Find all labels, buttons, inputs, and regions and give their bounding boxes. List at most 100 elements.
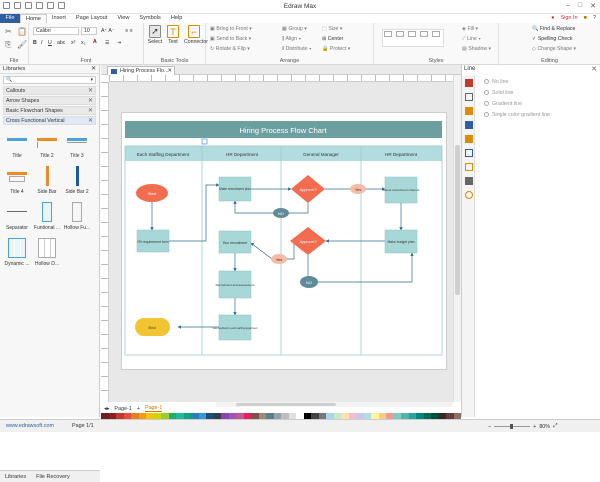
palette-swatch[interactable] <box>101 413 109 419</box>
maximize-icon[interactable]: □ <box>577 2 583 9</box>
indent-icon[interactable]: ⇥ <box>117 40 122 46</box>
scroll-thumb[interactable] <box>236 403 336 406</box>
menu-file[interactable]: File <box>0 14 20 23</box>
fill-form-node[interactable] <box>136 229 170 253</box>
subscript-icon[interactable]: x₂ <box>81 40 86 46</box>
close-icon[interactable]: ✕ <box>87 98 93 104</box>
font-size-select[interactable]: 10 <box>81 27 97 35</box>
palette-swatch[interactable] <box>438 413 446 419</box>
palette-swatch[interactable] <box>191 413 199 419</box>
menu-help[interactable]: Help <box>170 15 183 21</box>
line-icon[interactable] <box>465 93 473 101</box>
connector-approve-no[interactable] <box>288 203 309 214</box>
palette-swatch[interactable] <box>153 413 161 419</box>
tab-file-recovery[interactable]: File Recovery <box>36 473 70 480</box>
palette-swatch[interactable] <box>251 413 259 419</box>
redo-icon[interactable] <box>14 2 21 9</box>
library-category-basic-flowchart[interactable]: Basic Flowchart Shapes✕ <box>3 106 96 115</box>
close-icon[interactable]: ✕ <box>87 88 93 94</box>
send-to-back-button[interactable]: ▣ Send to Back ▾ <box>210 36 252 42</box>
palette-swatch[interactable] <box>221 413 229 419</box>
menu-view[interactable]: View <box>117 15 130 21</box>
palette-swatch[interactable] <box>386 413 394 419</box>
palette-swatch[interactable] <box>371 413 379 419</box>
palette-swatch[interactable] <box>401 413 409 419</box>
horizontal-scrollbar[interactable] <box>216 402 453 407</box>
hyperlink-icon[interactable] <box>465 163 473 171</box>
shape-side-bar-2[interactable]: Side Bar 2 <box>63 166 91 195</box>
palette-swatch[interactable] <box>423 413 431 419</box>
close-icon[interactable]: ✕ <box>87 108 93 114</box>
menu-home[interactable]: Home <box>20 14 47 23</box>
palette-swatch[interactable] <box>138 413 146 419</box>
palette-swatch[interactable] <box>341 413 349 419</box>
text-tool-button[interactable]: T Text <box>165 25 181 45</box>
connector-tool-button[interactable]: ⌐ Connector <box>184 25 208 45</box>
palette-swatch[interactable] <box>356 413 364 419</box>
line-option-single-gradient[interactable]: Single color gradient line <box>484 112 550 118</box>
scroll-thumb[interactable] <box>455 145 460 295</box>
close-icon[interactable]: ✕ <box>91 66 96 72</box>
tab-libraries[interactable]: Libraries <box>5 473 27 480</box>
close-icon[interactable]: ✕ <box>167 68 172 74</box>
undo-icon[interactable] <box>3 2 10 9</box>
zoom-level[interactable]: 80% <box>539 423 551 430</box>
font-grow-icon[interactable]: A⁺ A⁻ <box>101 28 115 34</box>
palette-swatch[interactable] <box>168 413 176 419</box>
image-icon[interactable] <box>465 121 473 129</box>
palette-swatch[interactable] <box>446 413 454 419</box>
copy-icon[interactable]: ⎘ <box>5 40 12 49</box>
data-icon[interactable] <box>465 149 473 157</box>
style-gallery[interactable] <box>382 29 444 47</box>
document-tab[interactable]: Hiring Process Flo... ✕ <box>107 66 175 75</box>
close-icon[interactable]: ✕ <box>591 66 597 73</box>
end-node[interactable] <box>135 318 170 336</box>
yes-label-1[interactable] <box>350 184 366 194</box>
change-shape-button[interactable]: ◇ Change Shape ▾ <box>532 46 577 52</box>
font-color-icon[interactable]: A <box>93 39 97 45</box>
minimize-icon[interactable]: – <box>565 2 570 9</box>
palette-swatch[interactable] <box>131 413 139 419</box>
palette-swatch[interactable] <box>123 413 131 419</box>
align-icon[interactable]: ≡ ≡ <box>125 28 133 34</box>
palette-swatch[interactable] <box>288 413 296 419</box>
menu-page-layout[interactable]: Page Layout <box>75 15 108 21</box>
library-category-cross-functional-vertical[interactable]: Cross Functional Vertical✕ <box>3 116 96 125</box>
chevron-down-icon[interactable]: ▾ <box>90 77 93 83</box>
palette-swatch[interactable] <box>198 413 206 419</box>
menu-symbols[interactable]: Symbols <box>139 15 161 21</box>
palette-swatch[interactable] <box>146 413 154 419</box>
connector-form-plan[interactable] <box>169 183 220 242</box>
select-channel-node[interactable] <box>384 176 418 204</box>
palette-swatch[interactable] <box>228 413 236 419</box>
approve-decision-1[interactable] <box>291 175 325 203</box>
palette-swatch[interactable] <box>333 413 341 419</box>
shape-title[interactable]: Title <box>3 130 31 159</box>
rotate-flip-button[interactable]: ↻ Rotate & Flip ▾ <box>210 46 250 52</box>
selection-handle[interactable] <box>201 138 208 145</box>
page-nav-icon[interactable]: ◂▸ <box>104 405 110 412</box>
palette-swatch[interactable] <box>116 413 124 419</box>
palette-swatch[interactable] <box>453 413 461 419</box>
start-node[interactable] <box>136 184 168 202</box>
zoom-slider-knob[interactable] <box>510 424 514 429</box>
superscript-icon[interactable]: x² <box>71 40 76 46</box>
connector-no-plan[interactable] <box>233 200 275 214</box>
select-tool-button[interactable]: ➚ Select <box>147 25 163 45</box>
no-label-2[interactable] <box>300 276 318 288</box>
palette-swatch[interactable] <box>266 413 274 419</box>
menu-insert[interactable]: Insert <box>51 15 66 21</box>
find-replace-button[interactable]: 🔍 Find & Replace <box>532 26 575 32</box>
style-swatch-5[interactable] <box>432 31 440 37</box>
connector-approve-yes2[interactable] <box>285 241 295 260</box>
palette-swatch[interactable] <box>378 413 386 419</box>
assessment-node[interactable] <box>218 270 252 299</box>
add-page-icon[interactable]: + <box>136 405 140 412</box>
sign-in-link[interactable]: Sign In <box>560 15 578 21</box>
palette-swatch[interactable] <box>281 413 289 419</box>
connector-yes2-run[interactable] <box>250 242 273 260</box>
shadow-button[interactable]: ▤ Shadow ▾ <box>462 46 492 52</box>
drawing-canvas[interactable]: Hiring Process Flow Chart Each Staffing … <box>109 82 453 402</box>
spelling-check-button[interactable]: ✓ Spelling Check <box>532 36 572 42</box>
palette-swatch[interactable] <box>311 413 319 419</box>
